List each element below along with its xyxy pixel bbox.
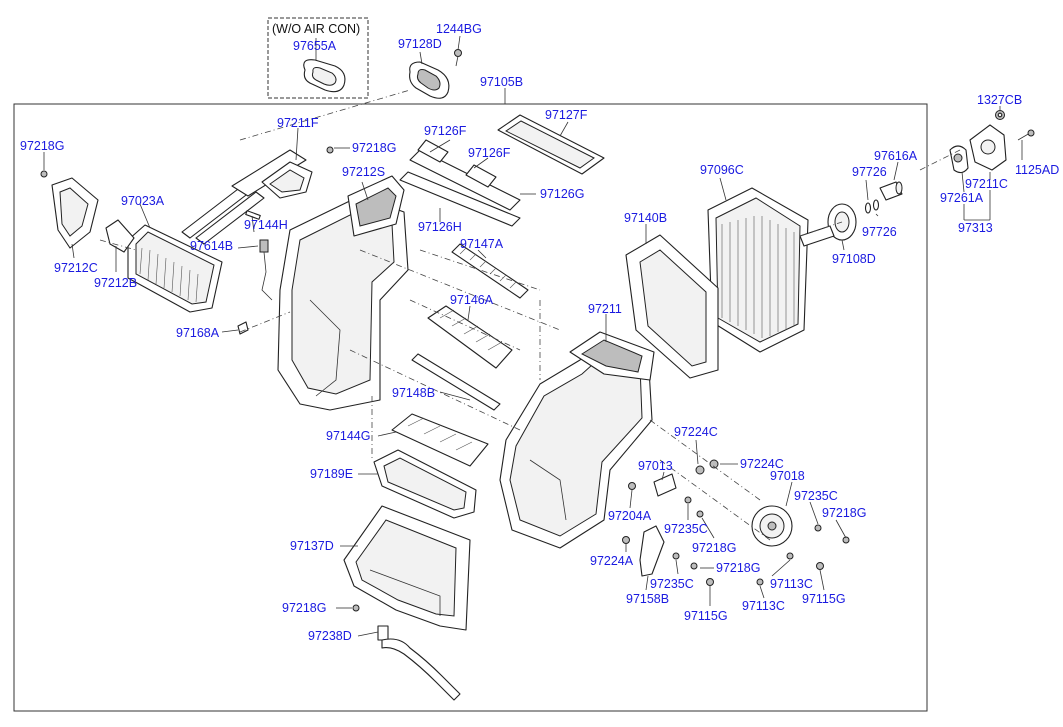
label-97147a: 97147A	[460, 237, 504, 251]
label-97168a: 97168A	[176, 326, 220, 340]
label-97018: 97018	[770, 469, 805, 483]
label-97614b: 97614B	[190, 239, 233, 253]
part-1125ad-bolt	[1017, 129, 1035, 141]
part-97013-actuator	[653, 473, 677, 497]
label-97224c-a: 97224C	[674, 425, 718, 439]
label-97148b: 97148B	[392, 386, 435, 400]
part-97211f-clamp	[261, 161, 313, 199]
label-97211: 97211	[588, 302, 622, 316]
label-97105b: 97105B	[480, 75, 523, 89]
part-97144g-damper	[391, 413, 489, 467]
label-97218g-d: 97218G	[692, 541, 736, 555]
label-97115g-b: 97115G	[802, 592, 846, 606]
assembly-frame	[13, 103, 928, 712]
label-97115g-a: 97115G	[684, 609, 728, 623]
label-97261a: 97261A	[940, 191, 984, 205]
label-97235c-b: 97235C	[664, 522, 708, 536]
part-97616a-valve	[879, 181, 903, 201]
label-97144g: 97144G	[326, 429, 370, 443]
part-97018-blower	[751, 505, 793, 547]
label-97218g-b: 97218G	[352, 141, 396, 155]
label-97108d: 97108D	[832, 252, 876, 266]
label-1327cb: 1327CB	[977, 93, 1022, 107]
label-97137d: 97137D	[290, 539, 334, 553]
part-97168a-clip	[237, 321, 249, 335]
part-fasteners	[40, 146, 850, 612]
part-97238d-drain-hose	[377, 625, 461, 701]
part-97148b-damper	[411, 353, 501, 411]
part-97126-linkage	[399, 139, 521, 227]
part-97726-orings	[864, 199, 880, 214]
label-97218g-a: 97218G	[20, 139, 64, 153]
part-97128d-gasket	[409, 61, 450, 99]
label-97096c: 97096C	[700, 163, 744, 177]
label-97235c-a: 97235C	[794, 489, 838, 503]
part-1244bg-screw	[454, 49, 462, 67]
label-97212s: 97212S	[342, 165, 385, 179]
part-97158b-lever	[639, 525, 665, 577]
label-97126h: 97126H	[418, 220, 462, 234]
part-97211-right-case	[499, 331, 655, 549]
wo-air-con-box	[267, 17, 369, 99]
label-97189e: 97189E	[310, 467, 353, 481]
label-97013: 97013	[638, 459, 673, 473]
label-1244bg: 1244BG	[436, 22, 482, 36]
label-97726-a: 97726	[852, 165, 887, 179]
label-97023a: 97023A	[121, 194, 165, 208]
label-97224c-b: 97224C	[740, 457, 784, 471]
part-97212s-left-case	[277, 175, 409, 411]
label-97235c-c: 97235C	[650, 577, 694, 591]
label-97126f-a: 97126F	[424, 124, 467, 138]
part-97212c-bracket	[51, 177, 99, 249]
leader-lines	[43, 35, 1023, 637]
label-97204a: 97204A	[608, 509, 652, 523]
label-97218g-f: 97218G	[282, 601, 326, 615]
label-97313: 97313	[958, 221, 993, 235]
part-1327cb-nut	[995, 110, 1005, 120]
part-97655a-gasket	[303, 59, 346, 93]
label-97140b: 97140B	[624, 211, 667, 225]
alignment-dash-lines	[99, 89, 961, 541]
label-97126g: 97126G	[540, 187, 584, 201]
label-97128d: 97128D	[398, 37, 442, 51]
part-97140b-seal-frame	[625, 234, 719, 379]
note-wo-air-con: (W/O AIR CON)	[272, 22, 360, 36]
label-97212c: 97212C	[54, 261, 98, 275]
part-97211c-flange	[949, 124, 1007, 174]
part-97096c-evaporator	[707, 187, 835, 353]
label-97218g-c: 97218G	[822, 506, 866, 520]
part-97137d-lower-case	[343, 505, 471, 631]
part-97189e-tray	[373, 449, 477, 519]
label-97212b: 97212B	[94, 276, 137, 290]
label-1125ad: 1125AD	[1015, 163, 1059, 177]
label-97127f: 97127F	[545, 108, 588, 122]
part-97614b-sensor	[259, 239, 273, 301]
label-97126f-b: 97126F	[468, 146, 511, 160]
label-97144h: 97144H	[244, 218, 288, 232]
label-97616a: 97616A	[874, 149, 918, 163]
label-97113c-b: 97113C	[742, 599, 785, 613]
label-97146a: 97146A	[450, 293, 494, 307]
label-97655a: 97655A	[293, 39, 337, 53]
label-97218g-e: 97218G	[716, 561, 760, 575]
label-97211c: 97211C	[965, 177, 1008, 191]
label-97726-b: 97726	[862, 225, 897, 239]
part-97147a-damper	[451, 243, 529, 299]
part-97146a-damper	[427, 305, 513, 369]
label-97238d: 97238D	[308, 629, 352, 643]
part-97023a-heater-core	[127, 149, 307, 313]
label-97113c-a: 97113C	[770, 577, 813, 591]
label-97211f: 97211F	[277, 116, 319, 130]
label-97224a: 97224A	[590, 554, 634, 568]
label-97158b: 97158B	[626, 592, 669, 606]
part-97127f-filter-cover	[497, 114, 605, 175]
